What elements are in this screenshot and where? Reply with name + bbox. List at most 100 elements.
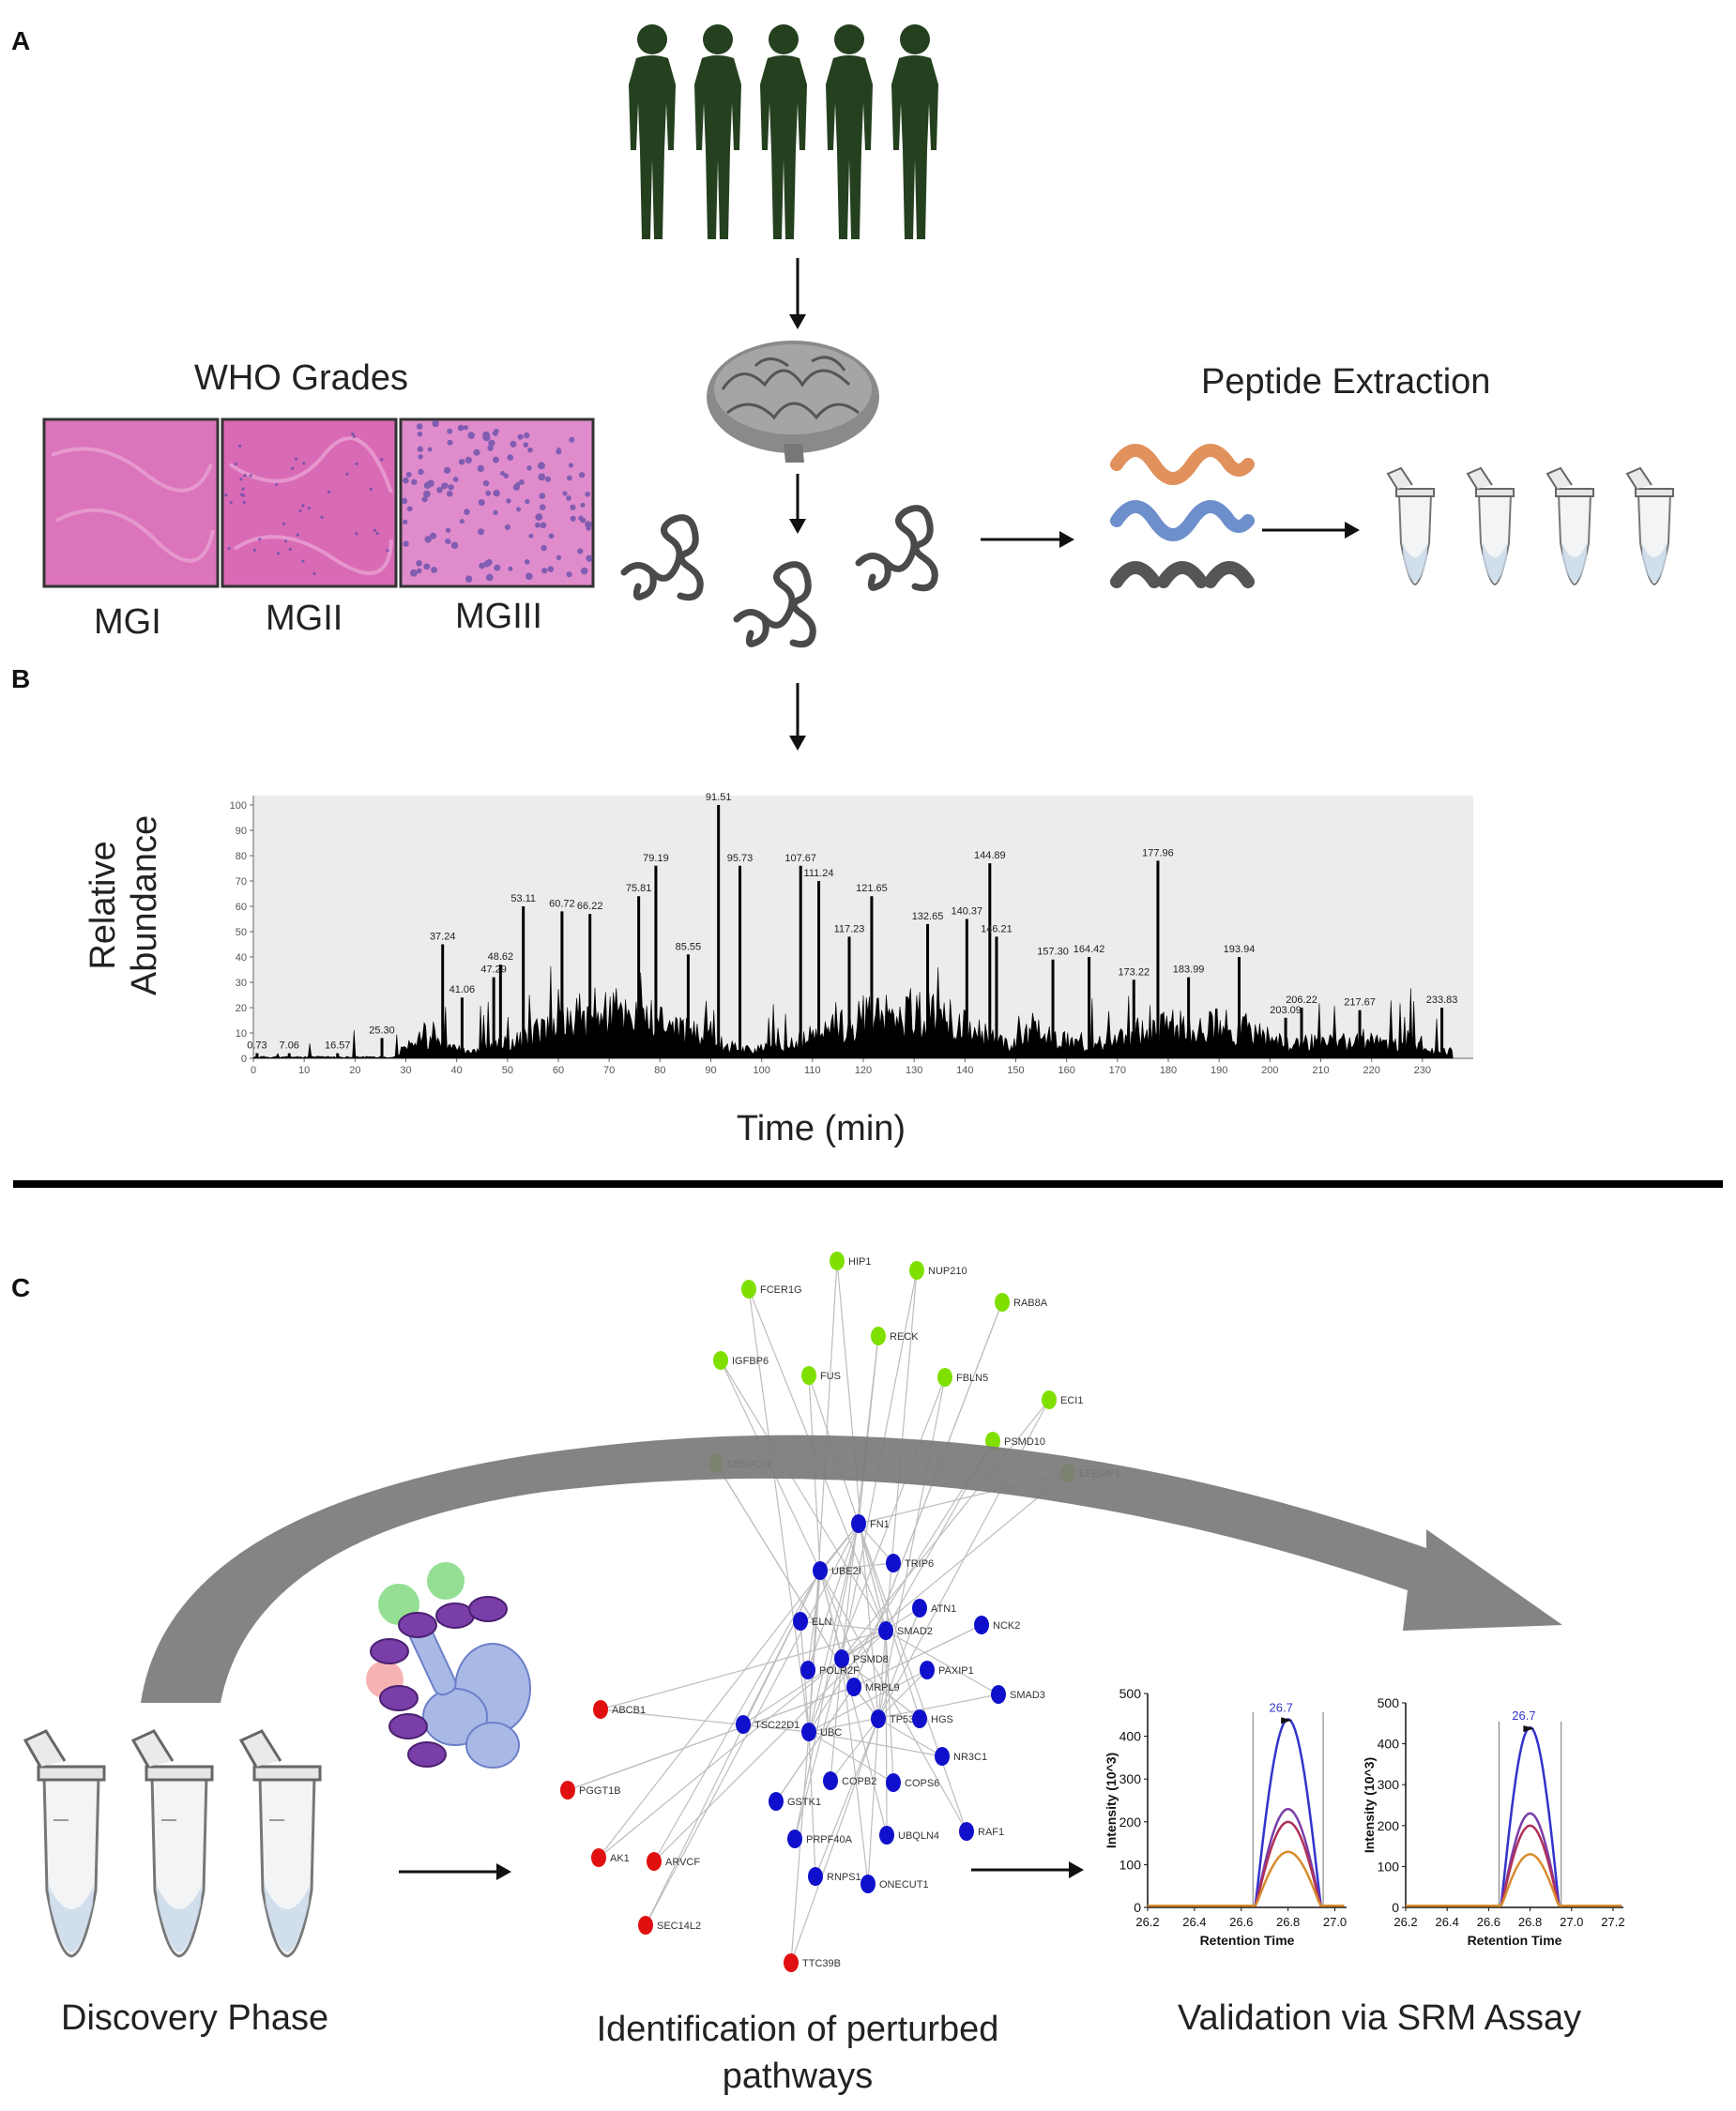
- network-node-label: ELN: [812, 1617, 831, 1628]
- network-node-label: RNPS1: [827, 1872, 861, 1883]
- x-tick-label: 100: [753, 1065, 769, 1076]
- network-node-label: NCK2: [993, 1620, 1020, 1632]
- network-edge: [815, 1718, 879, 1877]
- y-tick-label: 80: [236, 851, 247, 862]
- peak-label: 66.22: [577, 901, 603, 912]
- network-edge: [841, 1399, 1050, 1660]
- network-node-green: [713, 1351, 728, 1370]
- x-tick-label: 200: [1261, 1065, 1278, 1076]
- sample-tubes-a: [1387, 467, 1674, 585]
- peak-label: 7.06: [280, 1040, 299, 1052]
- panel-label-b: B: [11, 664, 31, 693]
- srm-x-tick-label: 26.2: [1135, 1915, 1159, 1929]
- network-node-label: HGS: [931, 1714, 953, 1725]
- network-edge: [775, 1686, 855, 1802]
- x-tick-label: 150: [1007, 1065, 1024, 1076]
- network-node-green: [830, 1252, 845, 1270]
- grade-label-mgi: MGI: [94, 602, 161, 642]
- srm-x-tick-label: 26.6: [1477, 1915, 1500, 1929]
- network-edge: [808, 1693, 999, 1733]
- srm-trace: [1406, 1824, 1622, 1907]
- network-edge: [807, 1523, 860, 1671]
- network-node-green: [937, 1368, 952, 1387]
- network-node-blue: [736, 1715, 751, 1734]
- x-tick-label: 110: [804, 1065, 821, 1076]
- x-tick-label: 140: [956, 1065, 973, 1076]
- network-edge: [799, 1620, 887, 1632]
- network-node-label: PAXIP1: [938, 1665, 974, 1677]
- peak-label: 206.22: [1286, 995, 1317, 1006]
- network-edge: [877, 1607, 921, 1720]
- network-node-blue: [813, 1561, 828, 1580]
- network-edge: [885, 1630, 894, 1784]
- peak-label: 164.42: [1074, 944, 1105, 955]
- arrow-right-1: [981, 531, 1074, 548]
- network-node-label: ARVCF: [665, 1857, 700, 1868]
- network-edge: [819, 1562, 894, 1572]
- panel-label-a: A: [11, 26, 31, 55]
- x-tick-label: 180: [1160, 1065, 1177, 1076]
- y-tick-label: 20: [236, 1003, 247, 1014]
- peak-label: 121.65: [856, 883, 888, 894]
- x-tick-label: 90: [705, 1065, 716, 1076]
- srm-y-tick-label: 400: [1378, 1737, 1400, 1752]
- network-edge: [819, 1570, 967, 1832]
- network-node-blue: [823, 1771, 838, 1790]
- x-tick-label: 220: [1363, 1065, 1379, 1076]
- peptide-extraction-title: Peptide Extraction: [1201, 362, 1491, 402]
- peak-label: 85.55: [676, 941, 702, 952]
- x-tick-label: 170: [1109, 1065, 1126, 1076]
- section-divider: [13, 1180, 1723, 1188]
- peak-label: 107.67: [784, 853, 816, 864]
- peak-label: 41.06: [449, 984, 476, 995]
- x-tick-label: 20: [349, 1065, 360, 1076]
- network-edge: [858, 1523, 921, 1720]
- network-node-label: GSTK1: [787, 1797, 821, 1808]
- srm-peak-label: 26.7: [1512, 1709, 1535, 1723]
- peak-label: 203.09: [1270, 1005, 1302, 1016]
- x-tick-label: 10: [298, 1065, 310, 1076]
- network-edge: [715, 1463, 855, 1688]
- x-tick-label: 160: [1058, 1065, 1074, 1076]
- peak-label: 0.73: [247, 1040, 266, 1052]
- srm-x-tick-label: 26.8: [1518, 1915, 1542, 1929]
- x-tick-label: 120: [855, 1065, 872, 1076]
- srm-y-tick-label: 200: [1378, 1818, 1400, 1833]
- network-node-blue: [871, 1709, 886, 1728]
- network-node-label: TSC22D1: [754, 1720, 799, 1731]
- network-node-blue: [912, 1599, 927, 1617]
- network-node-label: TRIP6: [905, 1558, 934, 1570]
- network-edge: [877, 1269, 918, 1720]
- peak-label: 183.99: [1173, 964, 1205, 976]
- peak-label: 173.22: [1118, 966, 1150, 978]
- x-tick-label: 80: [654, 1065, 665, 1076]
- network-edge: [853, 1624, 982, 1688]
- network-node-blue: [886, 1554, 901, 1572]
- network-node-blue: [935, 1747, 950, 1766]
- chromatogram-ylabel: Relative Abundance: [83, 751, 167, 1060]
- network-node-blue: [851, 1514, 866, 1533]
- y-tick-label: 100: [230, 800, 247, 812]
- network-node-label: FBLN5: [956, 1373, 988, 1384]
- network-node-red: [593, 1700, 608, 1719]
- arrow-down-3: [789, 683, 806, 751]
- peak-label: 91.51: [706, 792, 732, 803]
- network-edge: [830, 1718, 879, 1782]
- x-tick-label: 50: [502, 1065, 513, 1076]
- arrow-right-3: [399, 1863, 511, 1880]
- y-tick-label: 70: [236, 876, 247, 888]
- network-node-blue: [808, 1867, 823, 1886]
- network-node-label: FN1: [870, 1519, 890, 1530]
- x-tick-label: 210: [1312, 1065, 1329, 1076]
- network-edge: [598, 1658, 843, 1859]
- network-node-label: UBQLN4: [898, 1830, 939, 1842]
- peak-label: 233.83: [1426, 995, 1458, 1006]
- network-node-green: [741, 1280, 756, 1298]
- who-grades-title: WHO Grades: [194, 358, 409, 398]
- x-tick-label: 230: [1414, 1065, 1431, 1076]
- network-node-green: [871, 1327, 886, 1345]
- x-tick-label: 30: [400, 1065, 411, 1076]
- network-node-blue: [912, 1709, 927, 1728]
- peak-label: 132.65: [912, 911, 944, 922]
